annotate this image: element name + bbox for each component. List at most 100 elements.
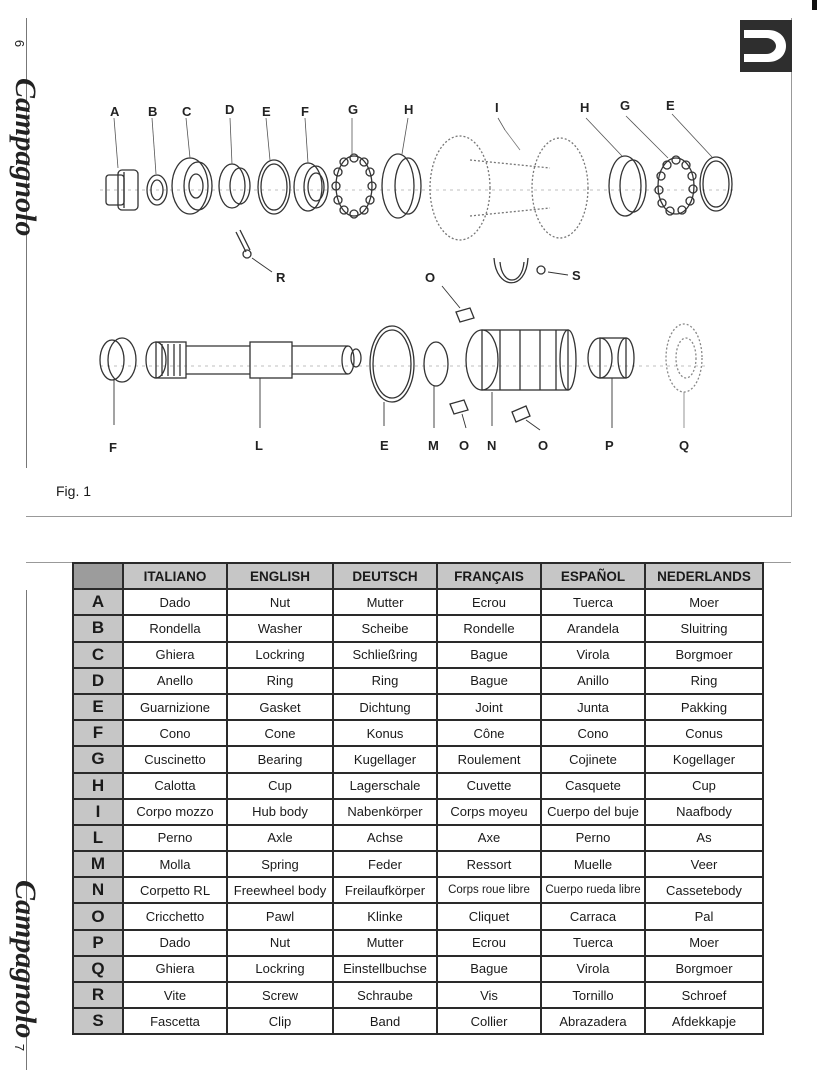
row-key: I — [72, 797, 124, 826]
row-key: E — [72, 692, 124, 722]
label-c: C — [182, 104, 192, 119]
table-cell: Conus — [644, 719, 764, 748]
table-cell: Nabenkörper — [332, 797, 438, 826]
row-key: N — [72, 876, 124, 905]
table-cell: Cuerpo del buje — [540, 797, 646, 826]
table-cell: Ghiera — [122, 954, 228, 984]
table-cell: Klinke — [332, 902, 438, 931]
table-cell: Cono — [122, 719, 228, 748]
row-key: M — [72, 850, 124, 879]
table-cell: Cliquet — [436, 902, 542, 931]
table-cell: Vis — [436, 980, 542, 1010]
table-cell: Molla — [122, 850, 228, 879]
table-cell: Pakking — [644, 692, 764, 722]
table-cell: Sluitring — [644, 614, 764, 643]
table-cell: Freilaufkörper — [332, 876, 438, 905]
table-cell: Achse — [332, 823, 438, 853]
table-cell: Kugellager — [332, 745, 438, 774]
label-q: Q — [679, 438, 689, 453]
exploded-hub-diagram: A B C D E F G H I H G E R O S F L E M O … — [99, 98, 735, 455]
table-cell: Mutter — [332, 588, 438, 617]
table-cell: Hub body — [226, 797, 334, 826]
part-n-freewheel-body — [465, 329, 577, 426]
table-cell: Scheibe — [332, 614, 438, 643]
table-cell: Clip — [226, 1007, 334, 1036]
table-cell: Cuerpo rueda libre — [540, 876, 646, 905]
label-m: M — [428, 438, 439, 453]
table-cell: Pal — [644, 902, 764, 931]
table-cell: Ring — [332, 666, 438, 695]
label-r: R — [276, 270, 286, 285]
table-cell: Einstellbuchse — [332, 954, 438, 984]
row-key: Q — [72, 954, 124, 984]
table-cell: Guarnizione — [122, 692, 228, 722]
table-cell: Virola — [540, 954, 646, 984]
header-corner — [72, 561, 124, 591]
header-franais: FRANÇAIS — [436, 561, 542, 591]
table-cell: Veer — [644, 850, 764, 879]
figure-frame — [26, 18, 792, 517]
table-cell: Abrazadera — [540, 1007, 646, 1036]
table-cell: Lockring — [226, 640, 334, 669]
table-cell: Cone — [226, 719, 334, 748]
table-cell: Schraube — [332, 980, 438, 1010]
table-cell: Cricchetto — [122, 902, 228, 931]
part-l-axle — [145, 341, 362, 428]
label-o-top: O — [425, 270, 435, 285]
row-key: C — [72, 640, 124, 669]
table-cell: Tornillo — [540, 980, 646, 1010]
table-cell: Collier — [436, 1007, 542, 1036]
table-cell: Dado — [122, 588, 228, 617]
table-cell: Nut — [226, 588, 334, 617]
table-cell: Calotta — [122, 771, 228, 800]
table-cell: Lagerschale — [332, 771, 438, 800]
table-cell: Dado — [122, 928, 228, 957]
table-cell: Ring — [226, 666, 334, 695]
table-cell: Dichtung — [332, 692, 438, 722]
table-cell: Cône — [436, 719, 542, 748]
part-e-gasket-right — [699, 156, 733, 212]
wrench-icon — [744, 30, 786, 62]
table-cell: Nut — [226, 928, 334, 957]
part-c-lockring — [171, 157, 213, 215]
table-cell: Axe — [436, 823, 542, 853]
table-cell: Bague — [436, 640, 542, 669]
table-cell: Kogellager — [644, 745, 764, 774]
table-cell: Carraca — [540, 902, 646, 931]
row-key: R — [72, 980, 124, 1010]
label-n: N — [487, 438, 496, 453]
table-cell: Spring — [226, 850, 334, 879]
part-m-spring — [423, 341, 449, 428]
row-key: B — [72, 614, 124, 643]
header-espaol: ESPAÑOL — [540, 561, 646, 591]
label-h: H — [404, 102, 413, 117]
table-cell: Anello — [122, 666, 228, 695]
table-cell: Muelle — [540, 850, 646, 879]
table-cell: Rondelle — [436, 614, 542, 643]
table-cell: Joint — [436, 692, 542, 722]
label-o-bottom-right: O — [538, 438, 548, 453]
table-cell: Borgmoer — [644, 640, 764, 669]
label-h-right: H — [580, 100, 589, 115]
label-a: A — [110, 104, 120, 119]
part-d-ring — [218, 163, 251, 209]
table-cell: Gasket — [226, 692, 334, 722]
table-cell: Schließring — [332, 640, 438, 669]
table-cell: Band — [332, 1007, 438, 1036]
header-english: ENGLISH — [226, 561, 334, 591]
table-cell: Cojinete — [540, 745, 646, 774]
left-margin-line-bottom — [26, 590, 27, 1070]
part-f-cone-bottom — [99, 337, 137, 425]
table-cell: Tuerca — [540, 928, 646, 957]
wrench-logo — [740, 20, 792, 72]
table-cell: Anillo — [540, 666, 646, 695]
